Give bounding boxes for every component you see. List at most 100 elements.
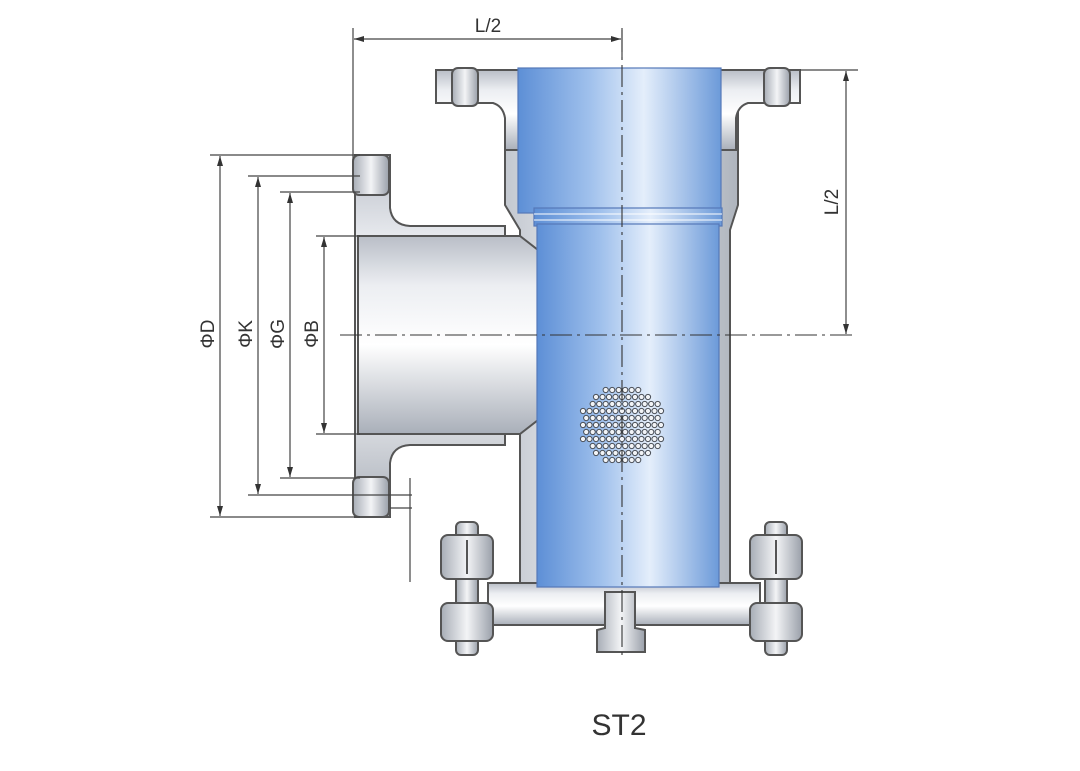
perforation-hole bbox=[628, 386, 635, 394]
perforation-hole bbox=[657, 407, 665, 415]
perforation-hole bbox=[648, 414, 655, 422]
dim-label-dia-b: ΦB bbox=[302, 320, 323, 348]
perforation-hole bbox=[638, 393, 645, 401]
perforation-hole bbox=[612, 407, 619, 415]
perforation-hole bbox=[609, 428, 616, 436]
perforation-hole bbox=[622, 386, 629, 394]
perforation-hole bbox=[589, 400, 596, 408]
perforation-hole bbox=[648, 442, 655, 450]
perforation-hole bbox=[599, 449, 606, 457]
perforation-hole bbox=[605, 421, 613, 429]
perforation-hole bbox=[586, 407, 593, 415]
perforation-hole bbox=[612, 421, 619, 429]
perforation-hole bbox=[641, 428, 648, 436]
perforation-hole bbox=[641, 442, 648, 450]
dim-label-dia-g: ΦG bbox=[268, 319, 289, 349]
perforation-hole bbox=[654, 400, 661, 408]
perforation-hole bbox=[648, 428, 655, 436]
perforation-hole bbox=[628, 428, 635, 436]
perforation-hole bbox=[648, 400, 655, 408]
perforation-hole bbox=[635, 428, 642, 436]
perforation-hole bbox=[638, 407, 645, 415]
dim-label-dia-k: ΦK bbox=[236, 320, 257, 348]
perforation-hole bbox=[628, 414, 635, 422]
perforation-hole bbox=[596, 400, 603, 408]
perforation-hole bbox=[602, 456, 609, 464]
drain-plug bbox=[596, 591, 646, 653]
perforation-hole bbox=[654, 442, 661, 450]
perforation-hole bbox=[599, 407, 606, 415]
strainer-screen bbox=[517, 67, 723, 588]
dim-label-dia-d: ΦD bbox=[198, 320, 219, 349]
perforation-hole bbox=[615, 414, 622, 422]
perforation-hole bbox=[592, 435, 600, 443]
perforation-hole bbox=[579, 435, 587, 443]
perforation-hole bbox=[609, 456, 616, 464]
perforation-hole bbox=[605, 435, 613, 443]
perforation-hole bbox=[592, 421, 600, 429]
perforation-hole bbox=[605, 449, 613, 457]
perforation-hole bbox=[644, 449, 652, 457]
perforation-hole bbox=[592, 449, 600, 457]
perforation-hole bbox=[622, 456, 629, 464]
perforation-hole bbox=[644, 393, 652, 401]
perforation-hole bbox=[612, 449, 619, 457]
perforation-hole bbox=[615, 400, 622, 408]
screen-collar bbox=[533, 207, 723, 227]
perforation-hole bbox=[579, 407, 587, 415]
perforation-hole bbox=[609, 386, 616, 394]
perforation-hole bbox=[602, 442, 609, 450]
perforation-hole bbox=[651, 421, 658, 429]
perforation-hole bbox=[615, 456, 622, 464]
perforation-hole bbox=[618, 435, 626, 443]
perforation-hole bbox=[586, 421, 593, 429]
screen-upper bbox=[517, 67, 722, 214]
perforation-hole bbox=[602, 386, 609, 394]
perforation-hole bbox=[579, 421, 587, 429]
perforation-hole bbox=[635, 442, 642, 450]
perforation-hole bbox=[605, 393, 613, 401]
perforation-hole bbox=[635, 456, 642, 464]
screen-basket bbox=[536, 223, 720, 588]
dim-label-side-half-length: L/2 bbox=[822, 189, 843, 215]
perforation-hole bbox=[644, 421, 652, 429]
perforation-hole bbox=[609, 400, 616, 408]
perforation-hole bbox=[635, 414, 642, 422]
perforation-hole bbox=[583, 428, 590, 436]
perforation-hole bbox=[654, 414, 661, 422]
top-flange-bolt-left bbox=[451, 67, 479, 107]
perforation-hole bbox=[622, 442, 629, 450]
perforation-hole bbox=[654, 428, 661, 436]
perforation-hole bbox=[583, 414, 590, 422]
perforation-hole bbox=[609, 414, 616, 422]
side-flange-bolt-top bbox=[352, 154, 390, 196]
perforation-hole bbox=[596, 442, 603, 450]
perforation-hole bbox=[625, 435, 632, 443]
perforation-hole bbox=[586, 435, 593, 443]
dim-label-top-half-length: L/2 bbox=[475, 16, 501, 37]
perforation-hole bbox=[657, 435, 665, 443]
perforation-hole bbox=[599, 435, 606, 443]
perforation-hole bbox=[638, 435, 645, 443]
perforation-hole bbox=[651, 435, 658, 443]
perforation-hole bbox=[596, 414, 603, 422]
perforation-hole bbox=[625, 449, 632, 457]
perforation-hole bbox=[622, 414, 629, 422]
perforation-hole bbox=[657, 421, 665, 429]
perforation-hole bbox=[631, 393, 639, 401]
perforation-hole bbox=[609, 442, 616, 450]
perforation-hole bbox=[631, 435, 639, 443]
perforation-hole bbox=[628, 400, 635, 408]
side-flange-bolt-bottom bbox=[352, 476, 390, 518]
perforation-hole bbox=[599, 421, 606, 429]
perforation-hole bbox=[625, 393, 632, 401]
perforation-hole bbox=[612, 435, 619, 443]
perforation-hole bbox=[635, 386, 642, 394]
perforation-hole bbox=[605, 407, 613, 415]
perforation-hole bbox=[589, 414, 596, 422]
perforation-hole bbox=[602, 428, 609, 436]
perforation-hole bbox=[615, 442, 622, 450]
perforation-hole bbox=[589, 428, 596, 436]
perforation-hole bbox=[638, 449, 645, 457]
